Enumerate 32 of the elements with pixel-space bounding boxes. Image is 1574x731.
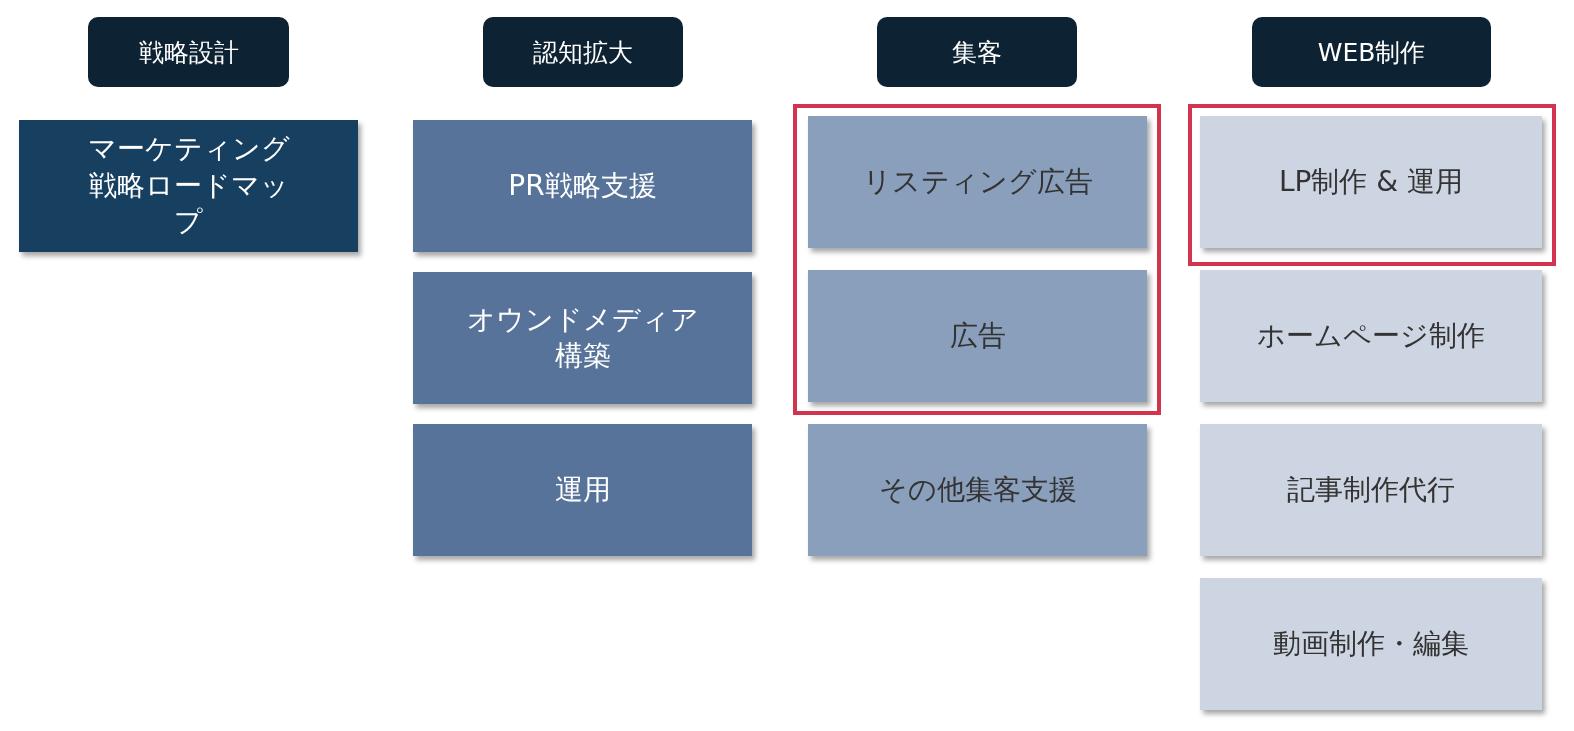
column-header (1252, 17, 1491, 87)
service-label: マーケティング戦略ロードマップ (86, 131, 291, 241)
column-header (88, 17, 289, 87)
service-label: 広告 (949, 317, 1006, 354)
service-box (1200, 270, 1542, 402)
header-label: 集客 (952, 36, 1002, 69)
service-box (808, 116, 1147, 248)
service-label: 記事制作代行 (1287, 471, 1455, 508)
service-box (808, 424, 1147, 556)
service-box (1200, 116, 1542, 248)
service-label: ホームページ制作 (1257, 317, 1485, 354)
column-header (483, 17, 683, 87)
highlight-frame (1188, 104, 1556, 266)
highlight-frame (793, 104, 1161, 415)
service-label: オウンドメディア構築 (465, 301, 700, 374)
service-label: 運用 (554, 471, 611, 508)
service-box (1200, 578, 1542, 710)
service-box (808, 270, 1147, 402)
service-box (413, 424, 752, 556)
service-label: リスティング広告 (862, 163, 1093, 200)
service-box (1200, 424, 1542, 556)
service-box (413, 272, 752, 404)
service-label: その他集客支援 (878, 471, 1077, 508)
column-header (877, 17, 1077, 87)
service-box (19, 120, 358, 252)
header-label: WEB制作 (1317, 36, 1426, 69)
service-label: PR戦略支援 (508, 167, 657, 204)
header-label: 戦略設計 (138, 36, 239, 69)
service-label: LP制作 & 運用 (1278, 163, 1464, 200)
service-label: 動画制作・編集 (1273, 625, 1469, 662)
header-label: 認知拡大 (533, 36, 633, 69)
service-box (413, 120, 752, 252)
